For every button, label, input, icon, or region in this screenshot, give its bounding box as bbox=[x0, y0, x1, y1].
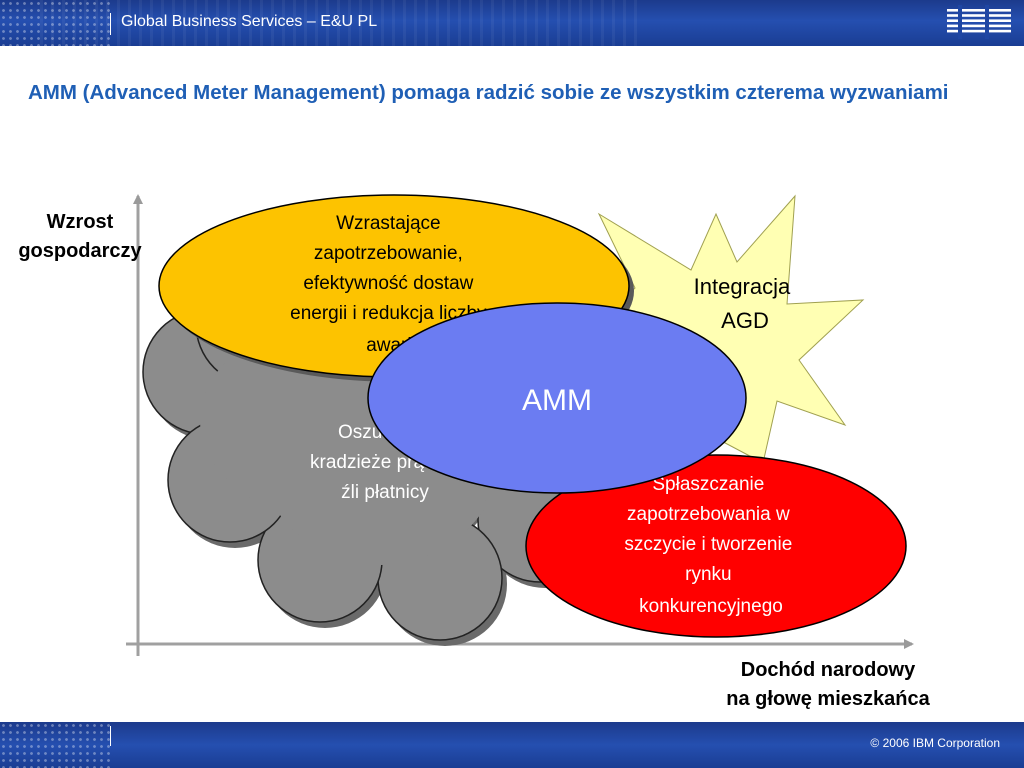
challenges-diagram: Oszustwa, kradzieże prądu i źli płatnicy… bbox=[126, 194, 914, 656]
amm-ellipse bbox=[367, 302, 747, 494]
header-title: Global Business Services – E&U PL bbox=[121, 13, 378, 30]
ibm-logo-icon bbox=[947, 5, 1011, 39]
footer-banner: © 2006 IBM Corporation bbox=[0, 722, 1024, 768]
header-banner: Global Business Services – E&U PL bbox=[0, 0, 1024, 46]
x-axis-label-line2: na głowę mieszkańca bbox=[726, 688, 930, 710]
footer-divider bbox=[110, 726, 111, 746]
star-text: Integracja AGD bbox=[694, 274, 797, 333]
y-axis-label-line1: Wzrost bbox=[46, 211, 114, 233]
banner-divider bbox=[110, 13, 111, 35]
amm-text: AMM bbox=[522, 384, 592, 417]
banner-stripes bbox=[40, 0, 640, 46]
banner-pattern bbox=[0, 0, 110, 46]
y-axis-label-line2: gospodarczy bbox=[18, 240, 142, 262]
peak-demand-text: Spłaszczanie zapotrzebowania w szczycie … bbox=[624, 474, 797, 617]
footer-pattern bbox=[0, 722, 110, 768]
slide-title: AMM (Advanced Meter Management) pomaga r… bbox=[28, 81, 949, 104]
copyright-text: © 2006 IBM Corporation bbox=[870, 736, 1000, 750]
y-axis-label: Wzrost gospodarczy bbox=[0, 208, 160, 266]
peak-demand-ellipse bbox=[525, 454, 907, 638]
x-axis-label: Dochód narodowy na głowę mieszkańca bbox=[690, 656, 966, 714]
x-axis-label-line1: Dochód narodowy bbox=[740, 659, 916, 681]
